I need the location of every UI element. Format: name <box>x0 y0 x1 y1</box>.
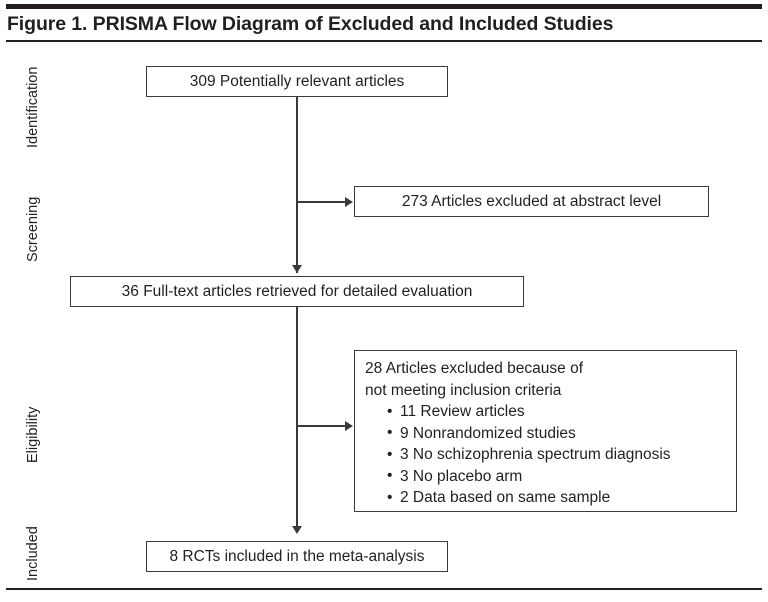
arrowhead-right-to-excluded-abstract <box>345 197 353 207</box>
connector-fulltext-to-included <box>296 307 298 532</box>
arrowhead-right-to-excluded-fulltext <box>345 421 353 431</box>
figure-title: Figure 1. PRISMA Flow Diagram of Exclude… <box>7 13 614 35</box>
arrowhead-down-to-included <box>292 526 302 534</box>
stage-label-screening: Screening <box>25 196 41 262</box>
arrowhead-down-to-fulltext <box>292 265 302 273</box>
connector-to-excluded-abstract <box>296 201 346 203</box>
box-excluded-abstract: 273 Articles excluded at abstract level <box>354 186 709 217</box>
connector-identified-to-fulltext <box>296 97 298 273</box>
list-item: 3 No placebo arm <box>387 465 736 488</box>
excluded-fulltext-line-2: not meeting inclusion criteria <box>365 381 562 399</box>
stage-label-eligibility: Eligibility <box>25 406 41 463</box>
exclusion-reason-list: 11 Review articles 9 Nonrandomized studi… <box>365 401 736 509</box>
list-item: 2 Data based on same sample <box>387 487 736 509</box>
list-item: 3 No schizophrenia spectrum diagnosis <box>387 444 736 466</box>
stage-label-included: Included <box>25 526 41 581</box>
box-included: 8 RCTs included in the meta-analysis <box>146 541 448 572</box>
title-rule-bottom <box>6 40 762 42</box>
figure-rule-bottom <box>6 588 762 590</box>
list-item: 9 Nonrandomized studies <box>387 422 736 445</box>
box-identified: 309 Potentially relevant articles <box>146 66 448 97</box>
connector-to-excluded-fulltext <box>296 425 346 427</box>
title-rule-top <box>6 4 762 9</box>
list-item: 11 Review articles <box>387 401 736 423</box>
box-fulltext: 36 Full-text articles retrieved for deta… <box>70 276 524 307</box>
stage-label-identification: Identification <box>25 66 41 148</box>
box-excluded-fulltext: 28 Articles excluded because of not meet… <box>354 350 737 512</box>
excluded-fulltext-line-1: 28 Articles excluded because of <box>365 360 583 377</box>
